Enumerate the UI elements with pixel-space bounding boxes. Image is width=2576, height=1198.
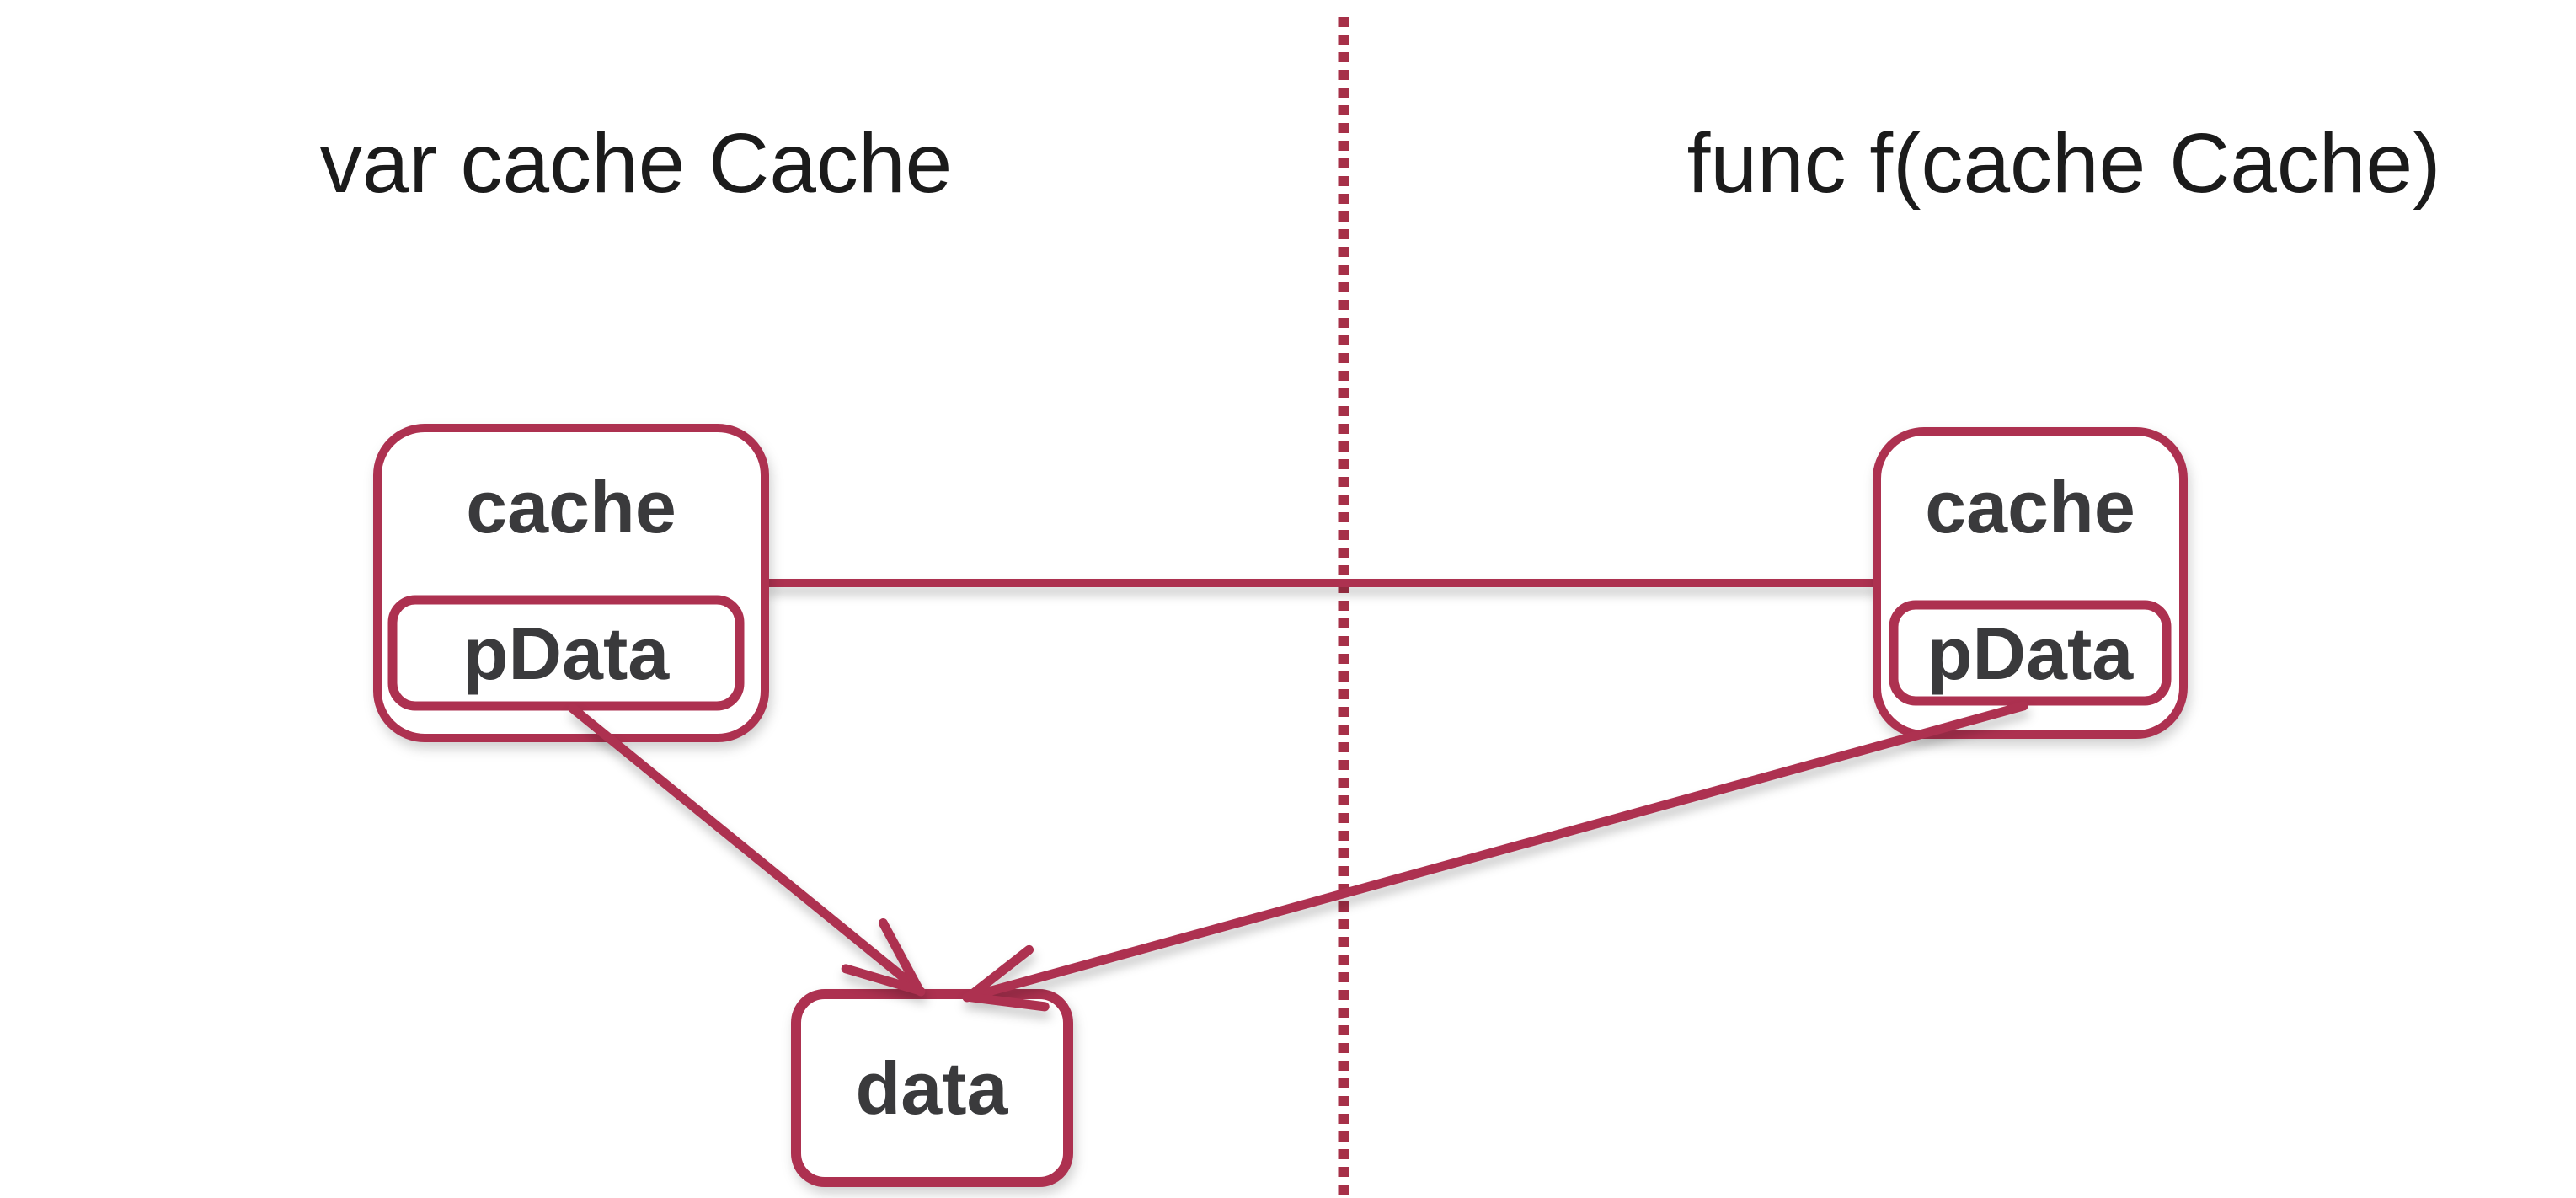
right-pdata-box-outline [1889, 600, 2172, 706]
right-scope-title: func f(cache Cache) [1687, 116, 2441, 211]
left-cache-box: cache pData [373, 424, 769, 742]
pointer-arrows [568, 701, 2028, 1012]
right-pdata-to-data-arrow [962, 701, 2028, 1012]
data-box-label: data [856, 1046, 1009, 1130]
right-cache-box: cache pData [1873, 427, 2188, 739]
left-pdata-box-outline [387, 595, 745, 711]
left-pdata-to-data-arrow [568, 703, 926, 997]
data-box: data [791, 989, 1073, 1187]
left-pdata-box-label: pData [463, 612, 671, 695]
left-scope-title: var cache Cache [320, 116, 952, 211]
data-box-outline [791, 989, 1073, 1187]
right-cache-box-label: cache [1925, 465, 2135, 548]
left-cache-box-label: cache [466, 465, 676, 548]
right-pdata-box-label: pData [1927, 612, 2135, 695]
